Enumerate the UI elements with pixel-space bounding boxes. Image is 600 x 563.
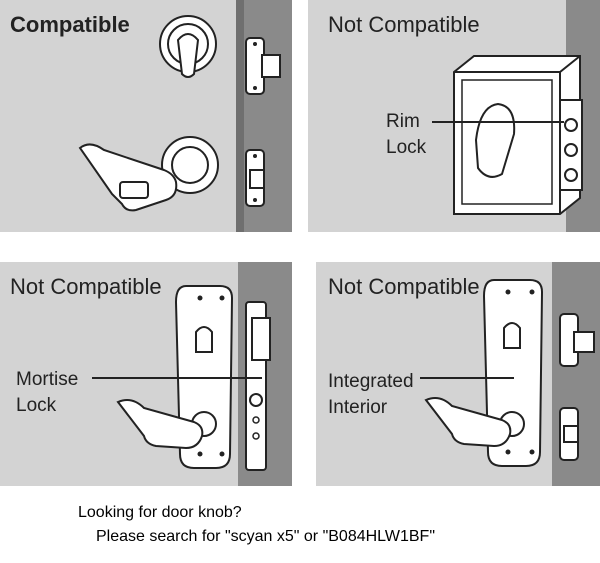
integrated-interior-illustration [420,262,600,486]
label-lock: Lock [16,395,57,416]
panel-title: Compatible [10,12,130,37]
panel-compatible: Compatible [0,0,292,232]
panel-title: Not Compatible [328,12,480,37]
footer-line-1: Looking for door knob? [78,504,242,521]
label-integrated: Integrated [328,371,414,392]
label-lock: Lock [386,137,427,158]
panel-title: Not Compatible [328,274,480,299]
rim-lock-illustration [432,0,600,232]
panel-rim-lock: Not Compatible Rim Lock [308,0,600,232]
footer-line-2: Please search for "scyan x5" or "B084HLW… [96,528,436,545]
panel-title: Not Compatible [10,274,162,299]
label-mortise: Mortise [16,369,79,390]
mortise-lock-illustration [92,262,292,486]
label-rim: Rim [386,111,420,132]
compatible-lock-illustration [78,0,292,232]
panel-mortise-lock: Not Compatible Mortise Lock [0,262,292,486]
panel-integrated-interior: Not Compatible Integrated Interior [316,262,600,486]
label-interior: Interior [328,397,388,418]
